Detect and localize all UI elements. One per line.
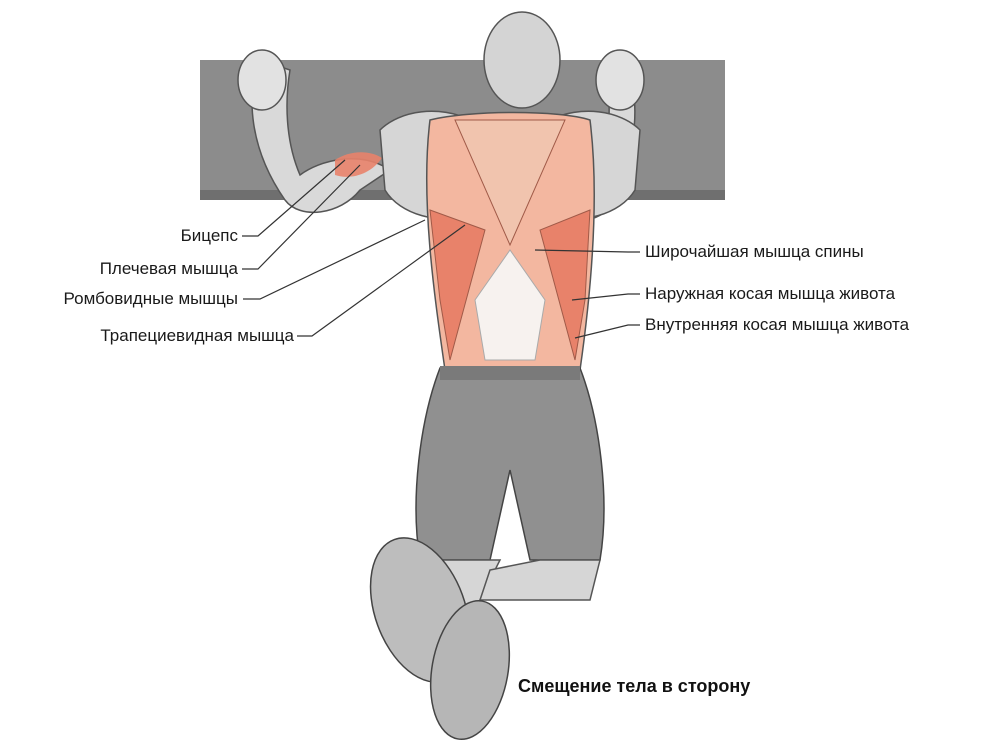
- left-hand: [238, 50, 286, 110]
- right-hand: [596, 50, 644, 110]
- leader-line-rhomboids: [243, 220, 425, 299]
- right-leg: [480, 560, 600, 600]
- waistband: [440, 366, 580, 380]
- shorts: [416, 368, 604, 560]
- label-biceps: Бицепс: [181, 226, 238, 246]
- figure-caption: Смещение тела в сторону: [518, 676, 750, 697]
- label-external-oblique: Наружная косая мышца живота: [645, 284, 895, 304]
- label-latissimus: Широчайшая мышца спины: [645, 242, 864, 262]
- head: [484, 12, 560, 108]
- label-trapezius: Трапециевидная мышца: [100, 326, 294, 346]
- label-internal-oblique: Внутренняя косая мышца живота: [645, 315, 909, 335]
- label-rhomboids: Ромбовидные мышцы: [64, 289, 238, 309]
- label-brachialis: Плечевая мышца: [100, 259, 238, 279]
